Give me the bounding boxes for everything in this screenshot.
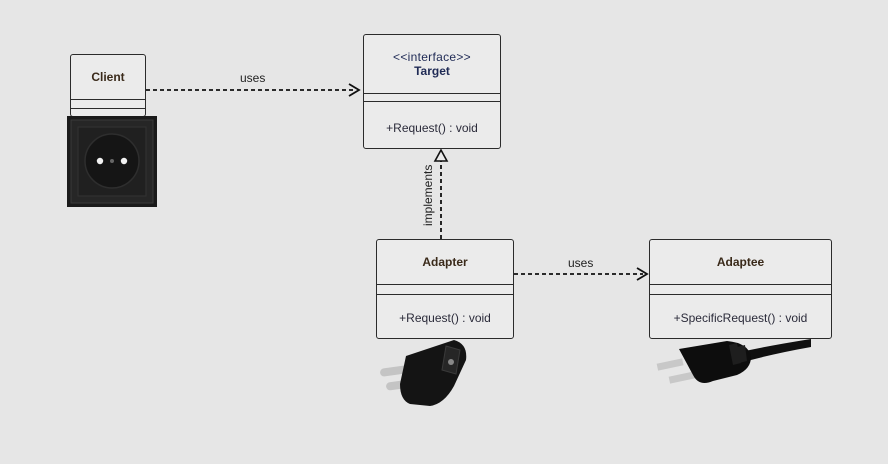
target-interface[interactable]: <<interface>> Target +Request() : void <box>363 34 501 149</box>
wall-socket-icon <box>67 116 157 207</box>
class-name: Target <box>414 64 450 78</box>
class-name: Adaptee <box>716 255 765 269</box>
edge-label-uses: uses <box>240 71 266 85</box>
adaptee-class[interactable]: Adaptee +SpecificRequest() : void <box>649 239 832 339</box>
class-name: Client <box>91 70 125 84</box>
edge-label-uses: uses <box>568 256 594 270</box>
edge-label-implements: implements <box>421 164 435 226</box>
plug-adapter-icon <box>380 340 467 406</box>
stereotype-label: <<interface>> <box>393 50 471 64</box>
client-class[interactable]: Client <box>70 54 146 117</box>
operation: +Request() : void <box>399 311 491 325</box>
operation: +Request() : void <box>386 121 478 135</box>
adapter-class[interactable]: Adapter +Request() : void <box>376 239 514 339</box>
arrowhead-realization <box>433 148 449 162</box>
arrowhead-open <box>348 83 361 97</box>
class-name: Adapter <box>422 255 468 269</box>
arrowhead-open <box>636 267 649 281</box>
operation: +SpecificRequest() : void <box>673 311 808 325</box>
us-power-plug-icon <box>656 339 811 384</box>
